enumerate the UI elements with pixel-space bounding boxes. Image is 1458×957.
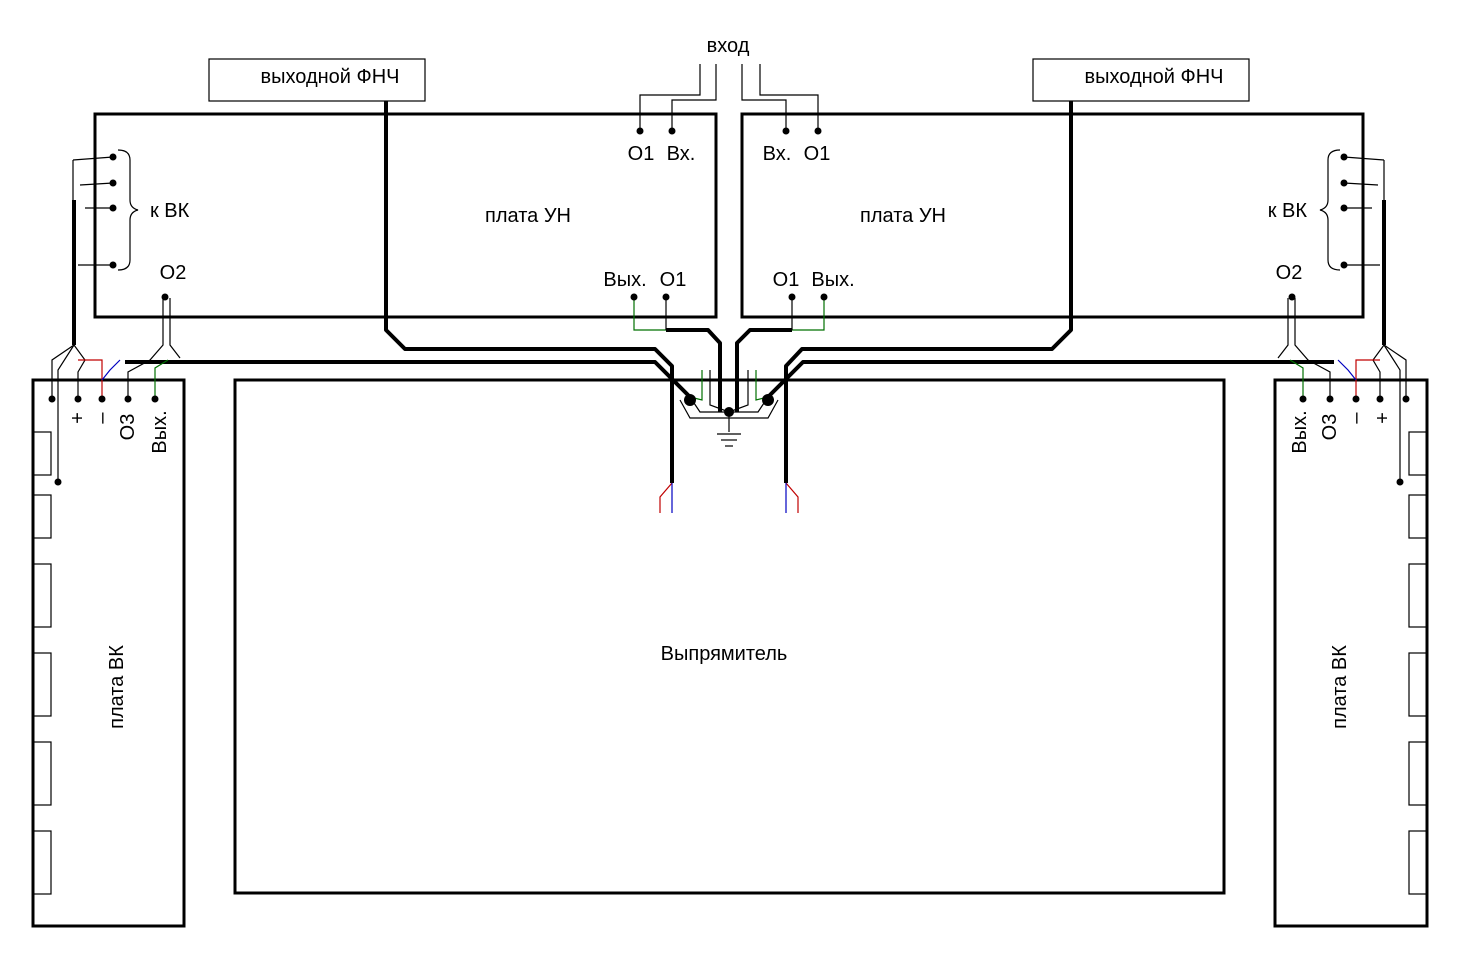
un-left-connections [72, 149, 667, 331]
un-left-o1-bottom: О1 [660, 269, 687, 291]
un-right-o1-bottom: О1 [773, 269, 800, 291]
vk-right-out: Вых. [1289, 410, 1311, 453]
vk-left-plus: + [67, 412, 89, 424]
vk-right-plus: + [1372, 412, 1394, 424]
un-left-o1-top: О1 [628, 143, 655, 165]
vk-left-title: плата ВК [106, 645, 128, 729]
vk-left-out: Вых. [149, 410, 171, 453]
rectifier-label: Выпрямитель [661, 643, 788, 665]
un-right-title: плата УН [860, 205, 946, 227]
un-right-out: Вых. [811, 269, 854, 291]
un-left-title: плата УН [485, 205, 571, 227]
rectifier-box [233, 378, 1226, 895]
to-vk-left: к ВК [150, 200, 190, 222]
un-right-connections [791, 149, 1385, 331]
vk-right-minus: – [1345, 412, 1367, 424]
o2-left: О2 [160, 262, 187, 284]
o2-right: О2 [1276, 262, 1303, 284]
un-board-right [740, 112, 1365, 319]
lpf-right-label: выходной ФНЧ [1084, 66, 1223, 88]
lpf-left-box [208, 58, 426, 102]
un-left-out: Вых. [603, 269, 646, 291]
vk-right-o3: О3 [1319, 414, 1341, 441]
to-vk-right: к ВК [1268, 200, 1308, 222]
un-right-in: Вх. [763, 143, 792, 165]
rectifier-leads [659, 482, 799, 513]
vk-right-title: плата ВК [1329, 645, 1351, 729]
vk-board-right [1273, 378, 1429, 928]
un-board-left [93, 112, 718, 319]
vk-left-connections [51, 298, 181, 482]
vk-left-o3: О3 [117, 414, 139, 441]
vk-left-slots [32, 431, 52, 895]
vk-right-slots [1408, 431, 1428, 895]
vk-right-connections [1277, 298, 1407, 482]
vk-left-minus: – [91, 412, 113, 424]
terminal-dots [48, 127, 1410, 486]
un-right-o1-top: О1 [804, 143, 831, 165]
lpf-right-box [1032, 58, 1250, 102]
input-wires [639, 64, 819, 130]
lpf-left-label: выходной ФНЧ [260, 66, 399, 88]
input-label: вход [707, 35, 750, 57]
un-left-in: Вх. [667, 143, 696, 165]
